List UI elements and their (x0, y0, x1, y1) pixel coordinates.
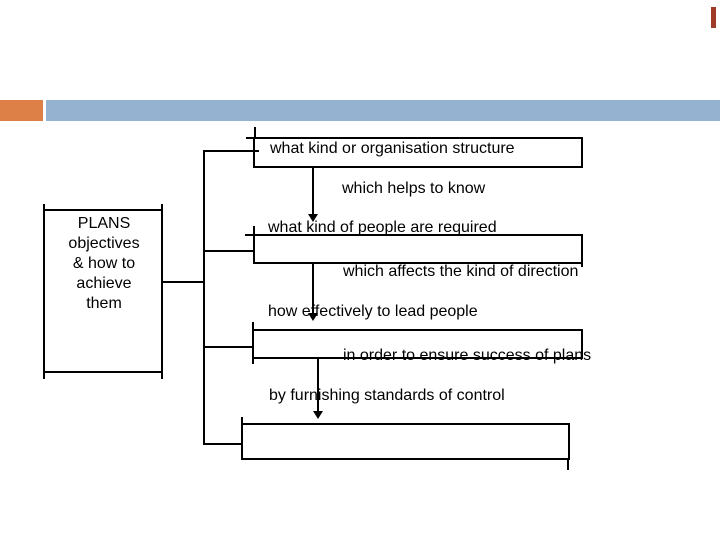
header-bar-orange-segment (0, 100, 43, 121)
plans-box-line: objectives (68, 235, 140, 252)
arrow-line-1 (312, 168, 314, 215)
people-box-tick-top (253, 226, 255, 235)
plans-box-line: achieve (76, 275, 132, 292)
step-helps-know-label: which helps to know (342, 180, 486, 197)
structure-box-tick-top (254, 127, 256, 139)
step-affects-direction-label: which affects the kind of direction (343, 263, 579, 280)
people-box-tick-bottom-right (581, 263, 583, 267)
connector-to-success-box (203, 346, 253, 348)
success-box-tick-bottom (252, 358, 254, 364)
people-box-tick-left (245, 234, 254, 236)
connector-to-structure-box (203, 150, 259, 152)
plans-box-tick-top-left (43, 204, 45, 210)
plans-box-line: PLANS (77, 215, 131, 232)
plans-box-line: & how to (72, 255, 136, 272)
arrow-head-1 (308, 214, 318, 222)
header-bar-blue-segment (46, 100, 720, 121)
bottom-box (241, 423, 570, 460)
structure-box (253, 137, 583, 168)
step-standards-control-label: by furnishing standards of control (269, 387, 505, 404)
plans-box (43, 209, 163, 373)
connector-from-plans-box (163, 281, 205, 283)
success-box-tick-top (252, 322, 254, 330)
arrow-line-2 (312, 264, 314, 314)
connector-to-bottom-box (203, 443, 243, 445)
bottom-box-tick-bottom-right (567, 459, 569, 470)
step-ensure-success-label: in order to ensure success of plans (343, 347, 592, 364)
bottom-box-tick-top-left (241, 417, 243, 424)
success-box (252, 329, 583, 359)
plans-box-text: PLANS objectives & how to achieve them (41, 214, 167, 314)
connector-to-people-box (203, 250, 253, 252)
arrow-head-3 (313, 411, 323, 419)
step-structure-label: what kind or organisation structure (270, 140, 515, 157)
step-people-required-label: what kind of people are required (268, 219, 497, 236)
plans-box-line: them (86, 295, 122, 312)
arrow-line-3 (317, 358, 319, 412)
spine-vertical-line (203, 150, 205, 444)
plans-box-tick-top-right (161, 204, 163, 210)
structure-box-tick-left (246, 137, 254, 139)
plans-box-tick-bottom-left (43, 371, 45, 379)
people-box (253, 234, 583, 264)
corner-red-mark (711, 7, 716, 28)
step-lead-people-label: how effectively to lead people (268, 303, 478, 320)
plans-box-tick-bottom-right (161, 371, 163, 379)
arrow-head-2 (308, 313, 318, 321)
